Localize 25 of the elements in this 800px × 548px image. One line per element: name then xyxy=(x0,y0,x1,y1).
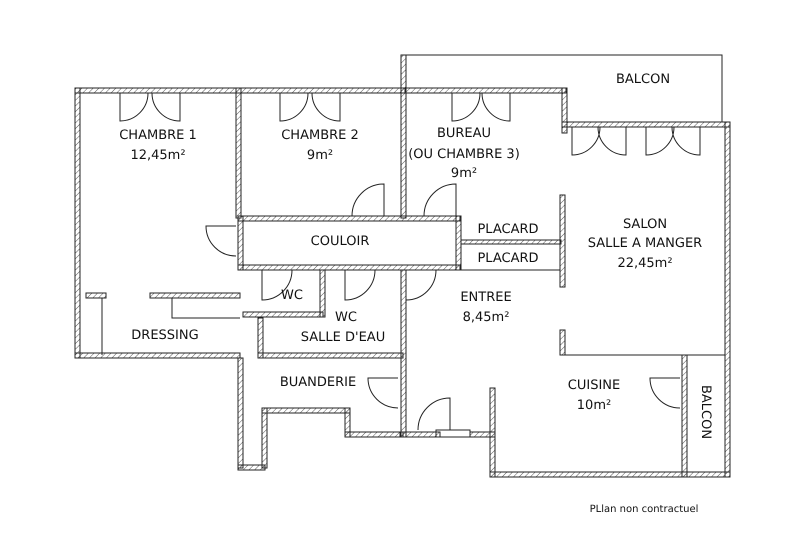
room-label: (OU CHAMBRE 3) xyxy=(408,147,520,163)
room-label: SALLE A MANGER xyxy=(588,236,702,252)
room-label: SALLE D'EAU xyxy=(300,330,386,346)
room-label: BALCON xyxy=(697,384,713,440)
room-label: PLACARD xyxy=(477,251,539,267)
room-label: CUISINE xyxy=(568,378,620,394)
room-label: CHAMBRE 2 xyxy=(281,128,359,144)
room-label: BALCON xyxy=(616,72,670,88)
note-text: PLlan non contractuel xyxy=(590,503,698,517)
room-label: BUREAU xyxy=(436,126,492,142)
area-label: 12,45m² xyxy=(130,148,186,164)
room-label: BUANDERIE xyxy=(280,375,356,391)
area-label: 9m² xyxy=(450,166,478,182)
area-label: 22,45m² xyxy=(617,256,673,272)
area-label: 9m² xyxy=(306,148,334,164)
room-label: ENTREE xyxy=(460,290,512,306)
room-label: DRESSING xyxy=(131,328,199,344)
room-label: PLACARD xyxy=(477,222,539,238)
room-label: WC xyxy=(281,288,303,304)
room-label: COULOIR xyxy=(310,234,370,250)
area-label: 10m² xyxy=(576,398,612,414)
room-label: SALON xyxy=(622,217,668,233)
area-label: 8,45m² xyxy=(462,310,510,326)
room-label: WC xyxy=(335,310,357,326)
room-label: CHAMBRE 1 xyxy=(119,128,197,144)
